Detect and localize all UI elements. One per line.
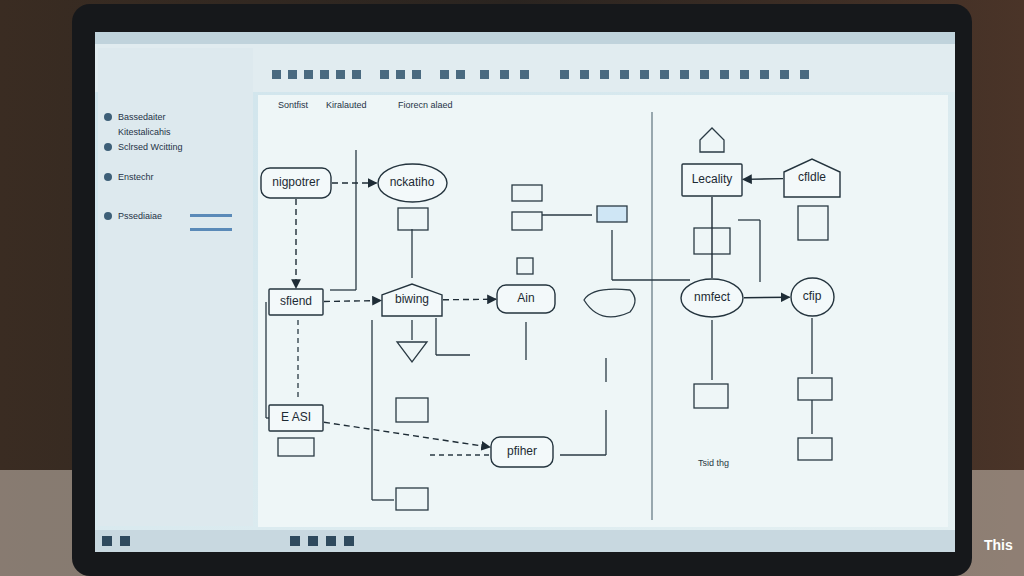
flow-arrow — [324, 300, 381, 302]
connector-circle: nmfect — [680, 278, 744, 318]
decision-shape: cfldle — [783, 158, 841, 198]
node-label: E ASI — [281, 411, 311, 424]
process-box: pfiher — [490, 436, 554, 468]
flow-arrow — [443, 299, 496, 301]
node-label: biwing — [395, 293, 429, 306]
flow-arrow — [332, 182, 377, 183]
sidebar-item: Sclrsed Wcitting — [118, 142, 183, 152]
flow-arrow — [744, 297, 790, 299]
sidebar-item: Pssediaiae — [118, 211, 162, 221]
flow-arrow — [711, 197, 712, 278]
node-label: nigpotrer — [272, 176, 319, 189]
sidebar-item: Kitestalicahis — [118, 127, 171, 137]
process-box: sfiend — [268, 288, 324, 316]
connector-circle: cfip — [790, 277, 835, 317]
node-label: Lecality — [692, 173, 733, 186]
process-box: E ASI — [268, 404, 324, 432]
process-box: Ain — [496, 284, 556, 314]
node-label: nmfect — [694, 291, 730, 304]
node-label: pfiher — [507, 445, 537, 458]
note-text: Tsid thg — [698, 458, 729, 468]
flow-arrow — [324, 422, 490, 447]
sidebar-item: Bassedaiter — [118, 112, 166, 122]
node-label: nckatiho — [390, 176, 435, 189]
terminal-ellipse: nckatiho — [377, 163, 448, 203]
tab-label: Kiralauted — [326, 100, 367, 110]
node-label: Ain — [517, 292, 534, 305]
decision-shape: biwing — [381, 283, 443, 317]
flow-arrow — [295, 199, 296, 288]
tab-label: Fiorecn alaed — [398, 100, 453, 110]
process-box: nigpotrer — [260, 167, 332, 199]
node-label: cfldle — [798, 171, 826, 184]
flow-arrow — [743, 178, 783, 180]
watermark: This — [984, 537, 1013, 553]
sidebar-item: Enstechr — [118, 172, 154, 182]
node-label: sfiend — [280, 295, 312, 308]
node-label: cfip — [803, 290, 822, 303]
process-box: Lecality — [681, 163, 743, 197]
tab-label: Sontfist — [278, 100, 308, 110]
